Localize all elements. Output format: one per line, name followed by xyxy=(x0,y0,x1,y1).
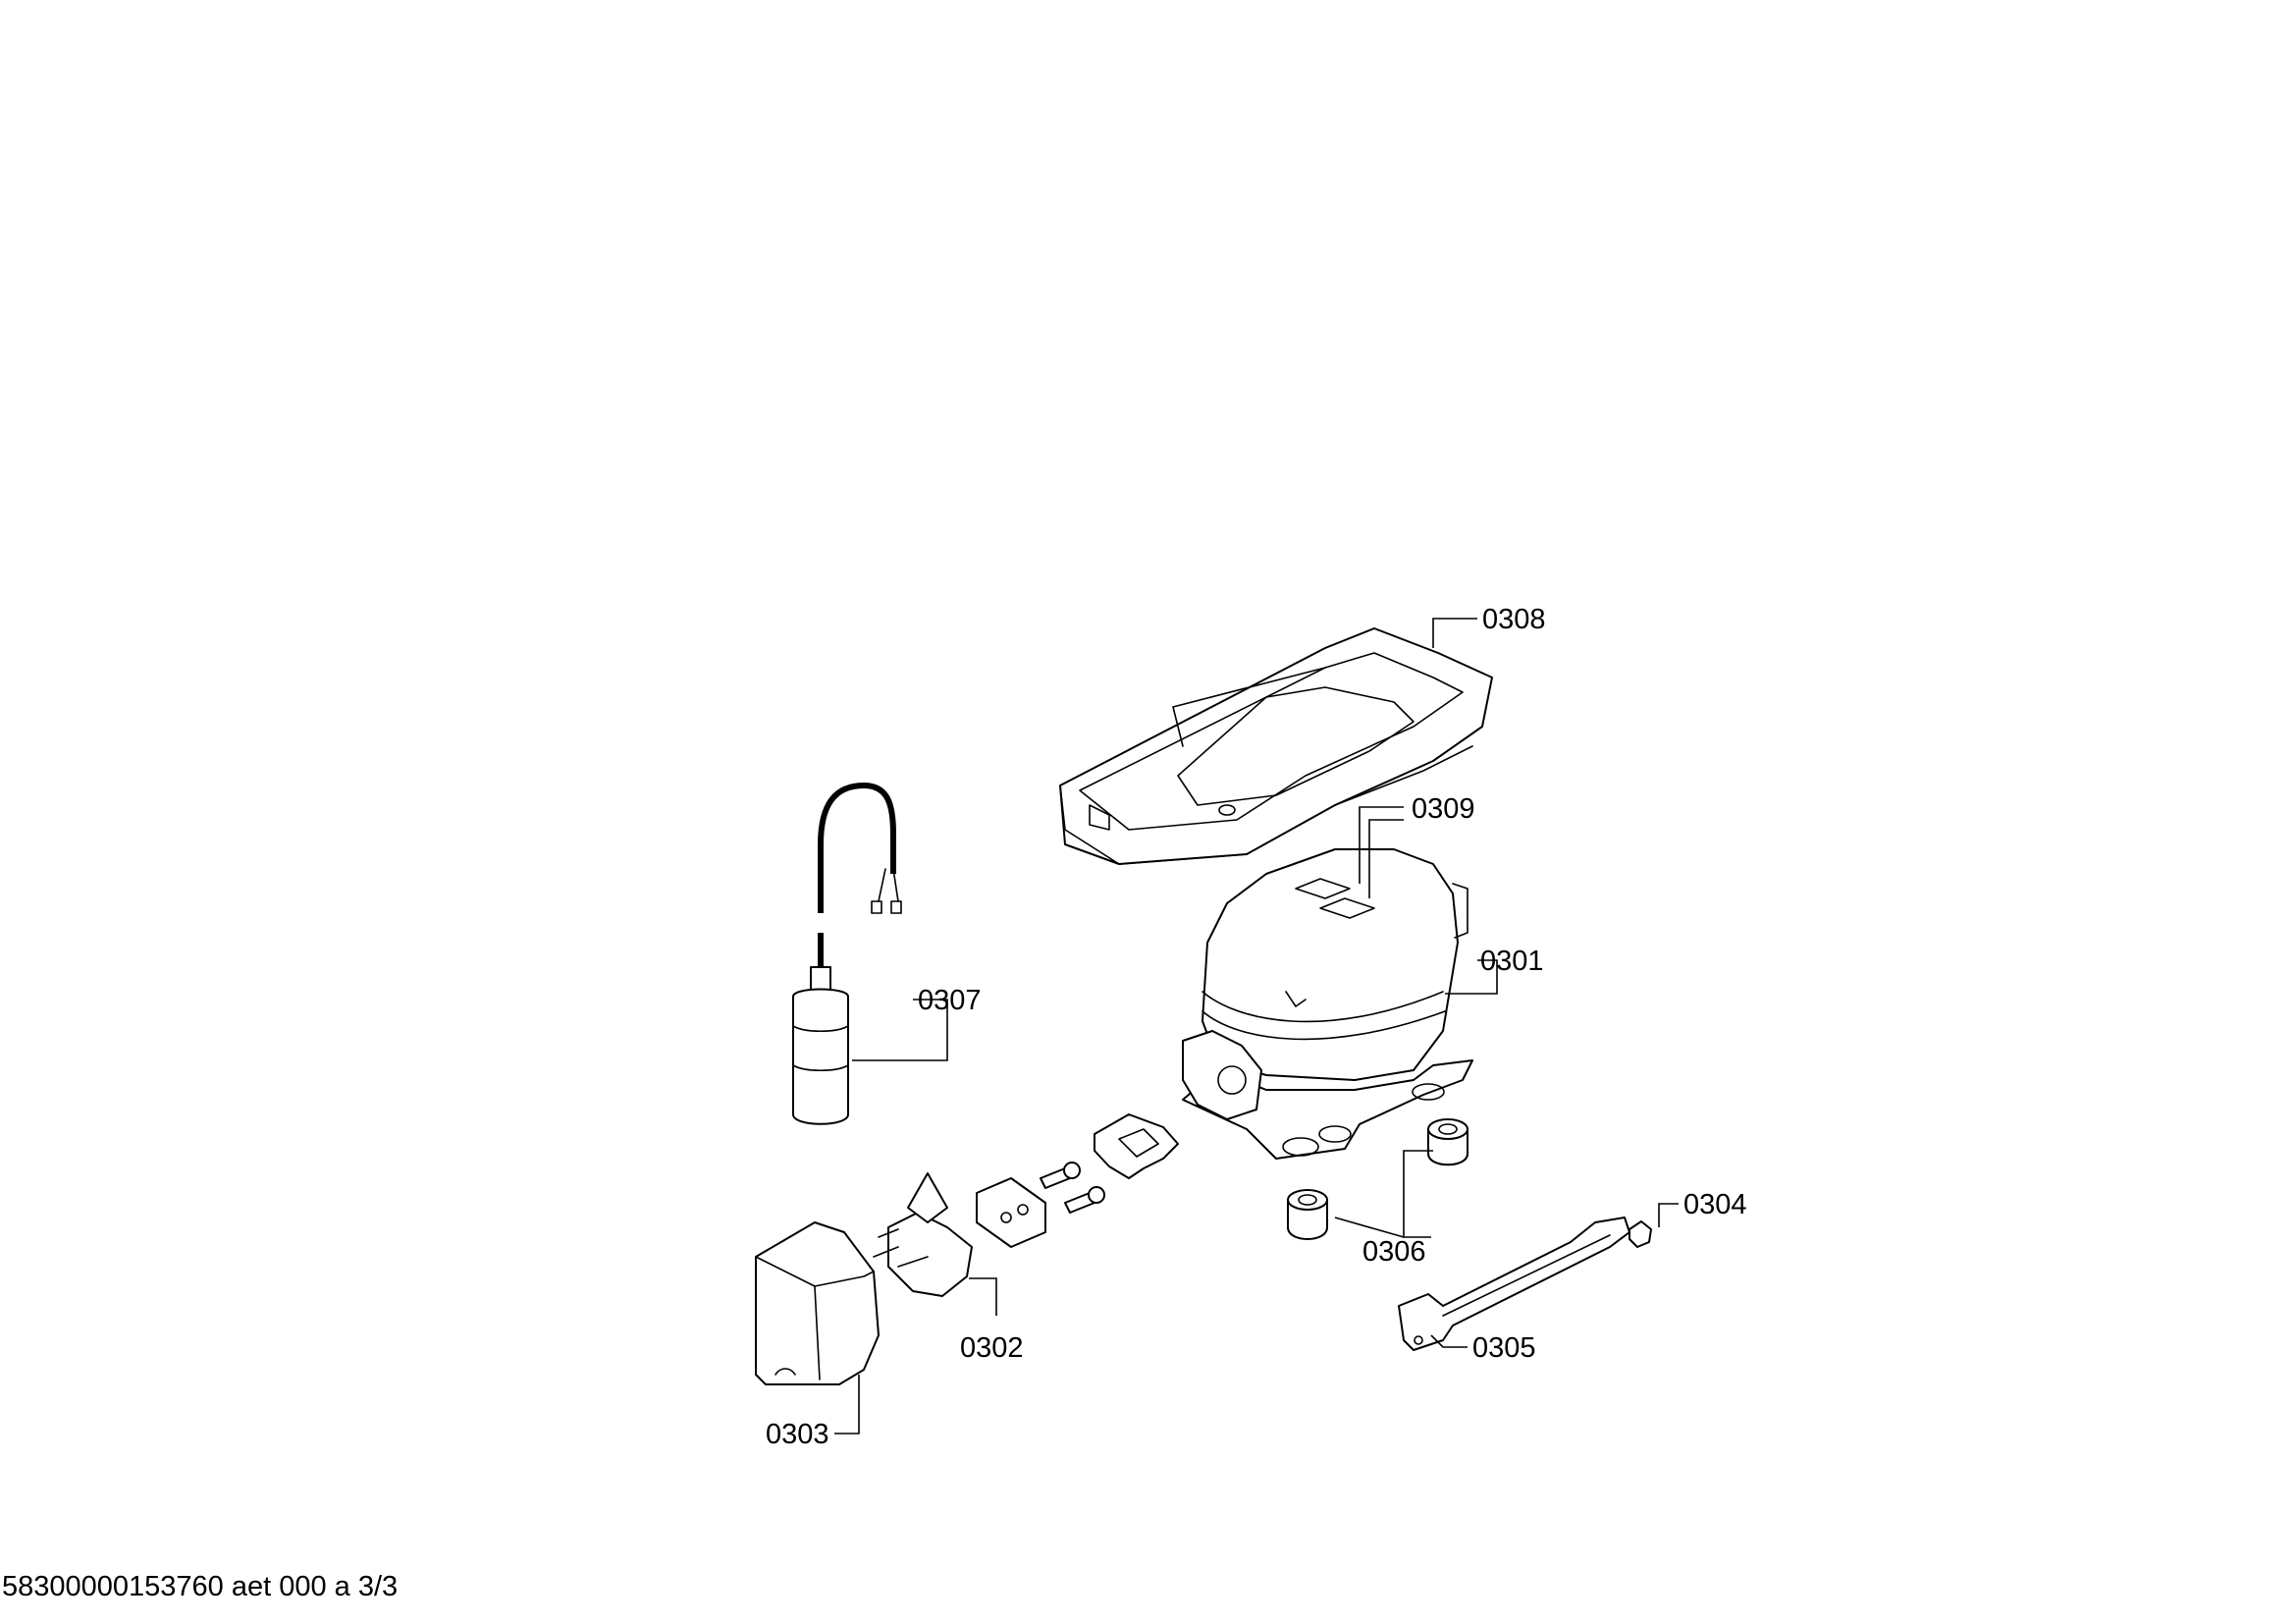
leader-lines xyxy=(834,618,1679,1435)
callout-0302: 0302 xyxy=(960,1332,1024,1364)
callout-0303: 0303 xyxy=(766,1419,829,1450)
part-0306-grommet-front xyxy=(1287,1189,1328,1240)
callout-0304: 0304 xyxy=(1683,1189,1747,1220)
callout-labels: 0308 0309 0301 0307 0304 0306 0302 0305 … xyxy=(766,604,1747,1450)
part-0306-grommet-back xyxy=(1427,1118,1468,1166)
callout-0308: 0308 xyxy=(1482,604,1546,635)
callout-0301: 0301 xyxy=(1480,946,1544,977)
part-terminal-block xyxy=(976,1177,1046,1248)
part-0302-relay xyxy=(873,1172,973,1297)
part-screw-2 xyxy=(1064,1186,1105,1214)
callout-0309: 0309 xyxy=(1412,793,1475,825)
part-mounting-clip xyxy=(1094,1113,1179,1179)
part-0301-compressor xyxy=(1182,848,1473,1160)
part-0307-capacitor xyxy=(792,782,902,1125)
part-screw-1 xyxy=(1040,1162,1081,1189)
callout-0306: 0306 xyxy=(1362,1236,1426,1268)
callout-0305: 0305 xyxy=(1472,1332,1536,1364)
part-0309-label-plate xyxy=(1295,878,1375,919)
callout-0307: 0307 xyxy=(918,985,982,1016)
part-0308-drip-tray xyxy=(1059,627,1493,865)
part-0303-cover xyxy=(755,1221,880,1385)
part-0305-rail xyxy=(1398,1217,1630,1351)
document-id-footer: 58300000153760 aet 000 a 3/3 xyxy=(2,1571,399,1602)
part-0304-clip xyxy=(1629,1220,1652,1248)
